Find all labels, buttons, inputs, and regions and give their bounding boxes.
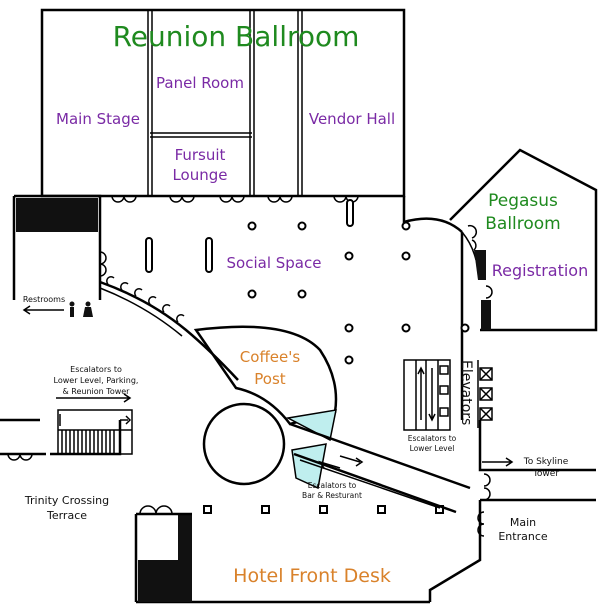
- label-trinity-2: Terrace: [46, 509, 87, 522]
- label-fursuit-lounge-1: Fursuit: [175, 146, 226, 164]
- label-esc-right-2: Lower Level: [410, 444, 455, 453]
- atrium-circle: [202, 402, 286, 486]
- label-vendor-hall: Vendor Hall: [309, 110, 395, 128]
- reunion-ballroom-area: [40, 8, 406, 198]
- label-coffees-post-1: Coffee's: [240, 348, 301, 366]
- label-main-entrance-2: Entrance: [498, 530, 548, 543]
- label-social-space: Social Space: [227, 254, 322, 272]
- label-pegasus-2: Ballroom: [485, 214, 561, 234]
- label-fursuit-lounge-2: Lounge: [172, 166, 227, 184]
- left-escalators: [56, 393, 133, 455]
- label-main-stage: Main Stage: [56, 110, 140, 128]
- label-esc-right-1: Escalators to: [408, 434, 457, 443]
- elevator-cars: [477, 360, 493, 428]
- label-panel-room: Panel Room: [156, 74, 244, 92]
- elevator-bank: [403, 359, 451, 431]
- curved-railing: [99, 276, 239, 381]
- label-hotel-front-desk: Hotel Front Desk: [233, 565, 391, 587]
- skyline-arrow: [482, 457, 514, 467]
- label-skyline-2: Tower: [532, 469, 559, 479]
- label-main-entrance-1: Main: [510, 516, 536, 529]
- label-restrooms: Restrooms: [23, 295, 65, 304]
- label-registration: Registration: [492, 261, 588, 280]
- label-pegasus-1: Pegasus: [488, 191, 558, 211]
- label-skyline-1: To Skyline: [523, 457, 569, 467]
- ballroom-doors: [111, 195, 359, 203]
- label-esc-left-1: Escalators to: [70, 365, 122, 374]
- misc-doors: [7, 251, 491, 537]
- bar-escalators: [285, 409, 471, 514]
- pillars: [145, 199, 470, 514]
- label-reunion-ballroom: Reunion Ballroom: [113, 20, 360, 53]
- coffees-post-cafe: [193, 325, 338, 426]
- label-trinity-1: Trinity Crossing: [24, 494, 109, 507]
- label-esc-bar-2: Bar & Resturant: [302, 491, 362, 500]
- restroom-marker: [22, 301, 93, 317]
- label-esc-left-3: & Reunion Tower: [63, 387, 131, 396]
- label-elevators: Elevators: [458, 360, 474, 425]
- pegasus-ballroom-area: [449, 148, 598, 332]
- label-esc-left-2: Lower Level, Parking,: [54, 376, 139, 385]
- label-esc-bar-1: Escalators to: [308, 481, 357, 490]
- label-coffees-post-2: Post: [254, 370, 286, 388]
